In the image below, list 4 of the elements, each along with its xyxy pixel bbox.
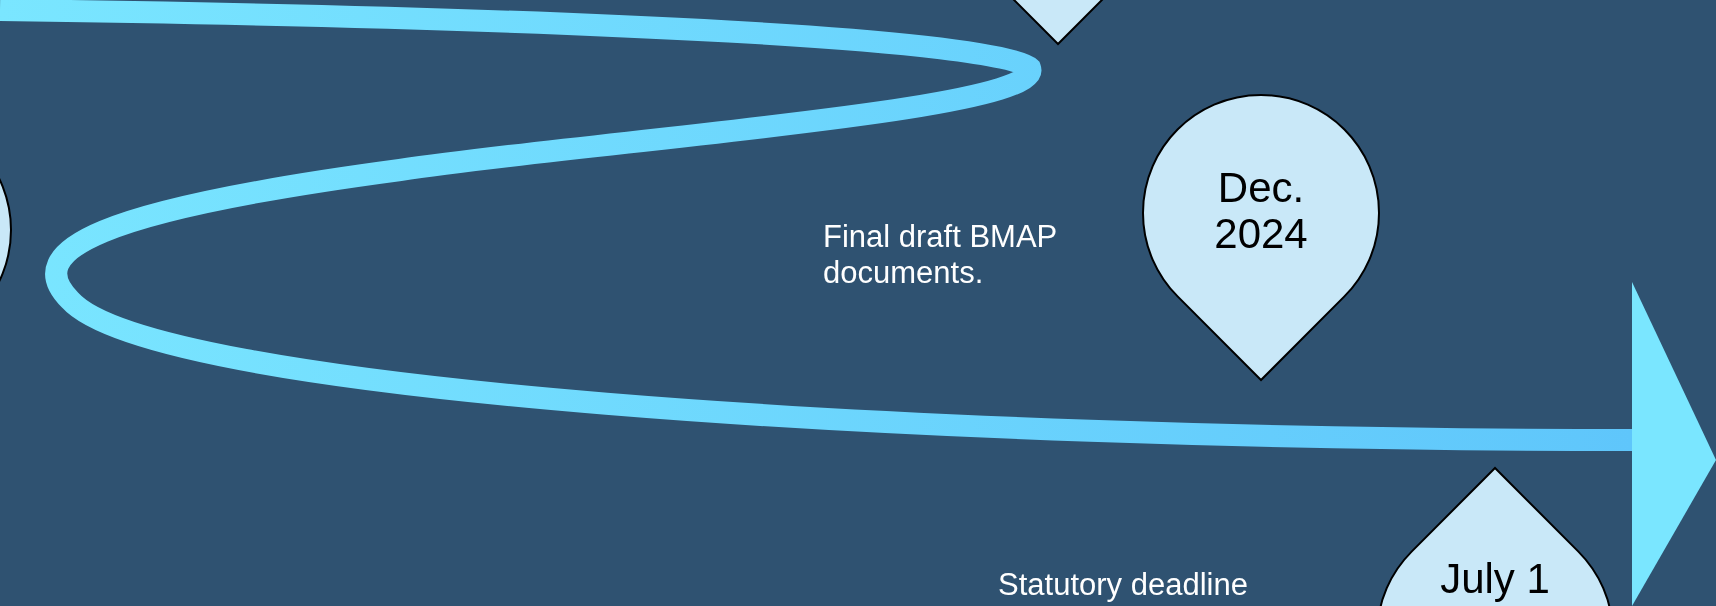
- milestone-description: Final draft BMAP documents.: [823, 219, 1058, 291]
- milestone-date: July 1: [1439, 556, 1551, 602]
- milestone-date: Dec. 2024: [1213, 165, 1309, 257]
- milestone-description: Statutory deadline: [998, 567, 1248, 603]
